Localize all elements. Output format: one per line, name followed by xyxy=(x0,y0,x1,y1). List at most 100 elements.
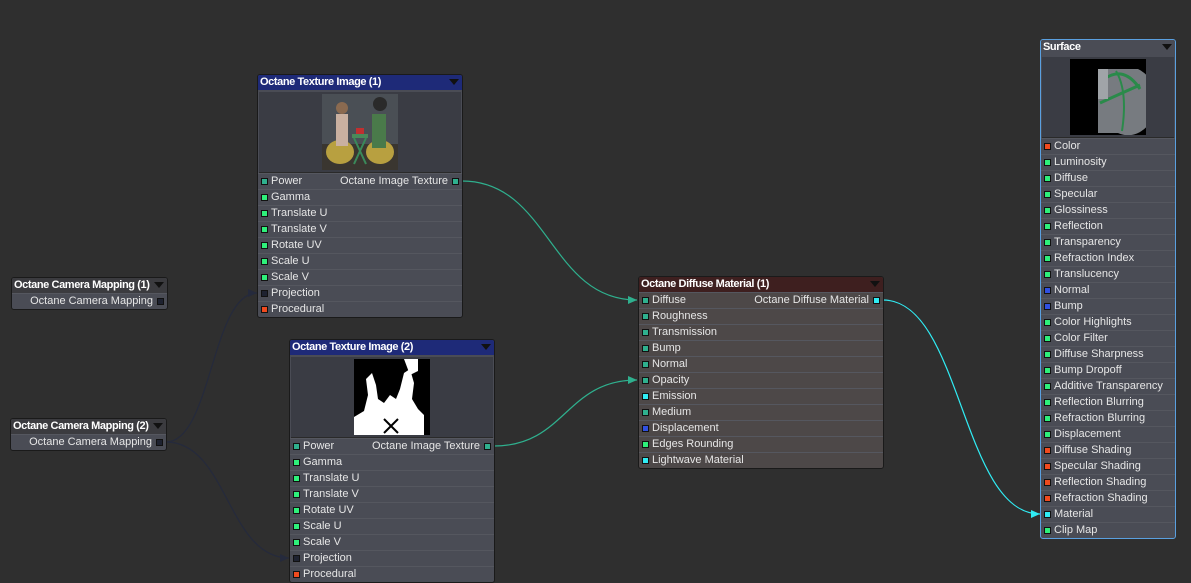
input-port-green[interactable] xyxy=(1044,239,1051,246)
input-port-green[interactable] xyxy=(261,194,268,201)
node-header[interactable]: Octane Diffuse Material (1) xyxy=(639,277,883,292)
input-port-green[interactable] xyxy=(1044,255,1051,262)
input-port-teal[interactable] xyxy=(261,178,268,185)
node-header[interactable]: Octane Camera Mapping (1) xyxy=(12,278,167,293)
input-port-red[interactable] xyxy=(1044,495,1051,502)
input-port-green[interactable] xyxy=(1044,271,1051,278)
output-port[interactable] xyxy=(484,443,491,450)
input-label: Translate U xyxy=(271,207,328,219)
output-port[interactable] xyxy=(157,298,164,305)
input-port-teal[interactable] xyxy=(642,361,649,368)
node-header[interactable]: Octane Texture Image (1) xyxy=(258,75,462,90)
node-row: Diffuse Shading xyxy=(1041,442,1175,458)
input-port-green[interactable] xyxy=(261,242,268,249)
node-row: Normal xyxy=(639,356,883,372)
output-port[interactable] xyxy=(873,297,880,304)
node-title: Octane Camera Mapping (1) xyxy=(14,279,150,291)
input-port-green[interactable] xyxy=(1044,367,1051,374)
input-port-green[interactable] xyxy=(1044,399,1051,406)
dropdown-arrow-icon[interactable] xyxy=(153,423,163,429)
input-port-teal[interactable] xyxy=(642,377,649,384)
input-label: Reflection Shading xyxy=(1054,476,1147,488)
input-port-dark[interactable] xyxy=(293,555,300,562)
input-port-green[interactable] xyxy=(1044,319,1051,326)
input-port-teal[interactable] xyxy=(642,313,649,320)
wire-arrow-icon xyxy=(628,296,637,304)
input-label: Glossiness xyxy=(1054,204,1108,216)
input-label: Rotate UV xyxy=(271,239,322,251)
input-port-green[interactable] xyxy=(1044,207,1051,214)
input-port-teal[interactable] xyxy=(642,409,649,416)
input-port-green[interactable] xyxy=(1044,191,1051,198)
input-port-red[interactable] xyxy=(1044,143,1051,150)
input-label: Translucency xyxy=(1054,268,1120,280)
input-label: Translate U xyxy=(303,472,360,484)
input-port-cyan[interactable] xyxy=(1044,511,1051,518)
dropdown-arrow-icon[interactable] xyxy=(449,79,459,85)
input-label: Luminosity xyxy=(1054,156,1107,168)
node-row: Reflection xyxy=(1041,218,1175,234)
input-port-green[interactable] xyxy=(1044,159,1051,166)
input-port-red[interactable] xyxy=(1044,463,1051,470)
input-port-green[interactable] xyxy=(1044,351,1051,358)
input-port-blue[interactable] xyxy=(642,425,649,432)
input-port-teal[interactable] xyxy=(642,345,649,352)
input-port-green[interactable] xyxy=(1044,335,1051,342)
input-port-cyan[interactable] xyxy=(642,393,649,400)
node-title: Octane Texture Image (2) xyxy=(292,341,414,353)
input-label: Scale U xyxy=(271,255,310,267)
input-port-green[interactable] xyxy=(293,523,300,530)
node-header[interactable]: Octane Texture Image (2) xyxy=(290,340,494,355)
node-row: Octane Camera Mapping xyxy=(11,434,166,450)
input-port-green[interactable] xyxy=(642,441,649,448)
input-port-green[interactable] xyxy=(1044,383,1051,390)
dropdown-arrow-icon[interactable] xyxy=(481,344,491,350)
input-label: Projection xyxy=(303,552,352,564)
input-port-teal[interactable] xyxy=(642,329,649,336)
input-port-teal[interactable] xyxy=(642,297,649,304)
input-port-green[interactable] xyxy=(261,226,268,233)
input-label: Refraction Shading xyxy=(1054,492,1148,504)
input-port-green[interactable] xyxy=(1044,415,1051,422)
input-port-red[interactable] xyxy=(293,571,300,578)
input-port-red[interactable] xyxy=(1044,479,1051,486)
input-port-blue[interactable] xyxy=(1044,287,1051,294)
input-port-red[interactable] xyxy=(1044,447,1051,454)
input-port-green[interactable] xyxy=(293,539,300,546)
node-camera-mapping-1[interactable]: Octane Camera Mapping (1)Octane Camera M… xyxy=(11,277,168,310)
input-port-green[interactable] xyxy=(261,274,268,281)
input-port-red[interactable] xyxy=(261,306,268,313)
input-port-green[interactable] xyxy=(293,459,300,466)
input-port-green[interactable] xyxy=(1044,175,1051,182)
input-port-green[interactable] xyxy=(1044,527,1051,534)
dropdown-arrow-icon[interactable] xyxy=(870,281,880,287)
output-port[interactable] xyxy=(452,178,459,185)
node-title: Octane Diffuse Material (1) xyxy=(641,278,769,290)
input-port-green[interactable] xyxy=(293,491,300,498)
input-port-teal[interactable] xyxy=(293,443,300,450)
input-port-dark[interactable] xyxy=(261,290,268,297)
node-camera-mapping-2[interactable]: Octane Camera Mapping (2)Octane Camera M… xyxy=(10,418,167,451)
output-port[interactable] xyxy=(156,439,163,446)
input-port-cyan[interactable] xyxy=(642,457,649,464)
input-port-green[interactable] xyxy=(261,210,268,217)
input-port-green[interactable] xyxy=(261,258,268,265)
node-row: Reflection Blurring xyxy=(1041,394,1175,410)
input-label: Diffuse xyxy=(1054,172,1089,184)
input-port-green[interactable] xyxy=(293,507,300,514)
dropdown-arrow-icon[interactable] xyxy=(1162,44,1172,50)
input-label: Opacity xyxy=(652,374,690,386)
node-header[interactable]: Octane Camera Mapping (2) xyxy=(11,419,166,434)
input-port-blue[interactable] xyxy=(1044,303,1051,310)
node-header[interactable]: Surface xyxy=(1041,40,1175,55)
input-port-green[interactable] xyxy=(1044,223,1051,230)
dropdown-arrow-icon[interactable] xyxy=(154,282,164,288)
input-port-green[interactable] xyxy=(293,475,300,482)
input-label: Reflection Blurring xyxy=(1054,396,1144,408)
input-port-green[interactable] xyxy=(1044,431,1051,438)
